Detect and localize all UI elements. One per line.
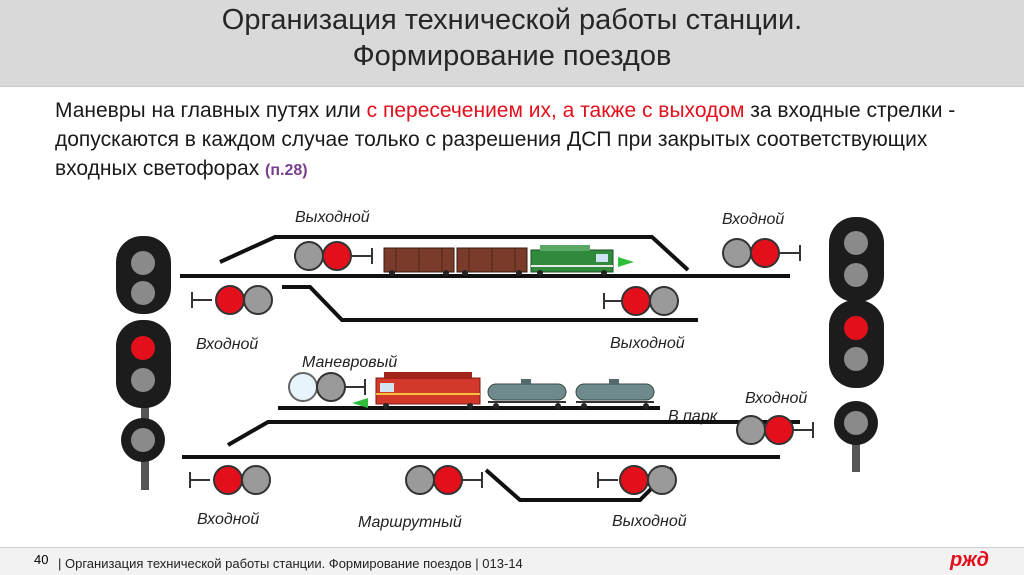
signal-light-red: [844, 316, 868, 340]
signal-exit-bottom-right: [597, 465, 677, 495]
signal-entry-top-right: [722, 238, 801, 268]
left-head-lower: [116, 320, 171, 408]
signal-light-grey: [844, 411, 868, 435]
page-number: 40: [34, 552, 49, 567]
right-signal-mast: [829, 217, 884, 472]
label-shunting: Маневровый: [302, 354, 397, 371]
signal-light-grey: [131, 281, 155, 305]
label-exit-top-left: Выходной: [295, 209, 370, 226]
label-exit-bottom-right: Выходной: [612, 513, 687, 530]
signal-light-grey: [844, 347, 868, 371]
locomotive-red: [375, 372, 481, 409]
freight-wagon: [456, 247, 528, 276]
arrow-right-icon: [618, 257, 634, 267]
label-entry-left-upper: Входной: [196, 336, 258, 353]
slide-header: Организация технической работы станции. …: [0, 0, 1024, 87]
locomotive-green: [530, 245, 614, 276]
rule-text-highlight: с пересечением их, а также с выходом: [366, 99, 745, 122]
signal-exit-top-left: [294, 241, 373, 271]
signal-light-grey: [131, 251, 155, 275]
signal-light-grey: [131, 368, 155, 392]
slide-footer: [0, 547, 1024, 575]
rule-text: Маневры на главных путях или с пересечен…: [55, 96, 985, 185]
signal-light-grey: [844, 263, 868, 287]
right-head-upper: [829, 217, 884, 302]
footer-text: | Организация технической работы станции…: [58, 556, 523, 571]
track-main-2: [227, 420, 800, 447]
train-upper: [383, 245, 634, 276]
rule-text-part1: Маневры на главных путях или: [55, 99, 367, 122]
signal-route: [405, 465, 483, 495]
signal-entry-left-upper: [191, 285, 273, 315]
arrow-left-icon: [352, 398, 368, 408]
signal-shunting: [288, 372, 366, 402]
label-entry-top-right: Входной: [722, 211, 784, 228]
right-head-lower: [829, 300, 884, 388]
freight-wagon: [383, 247, 455, 276]
track-upper-crossover: [282, 285, 698, 322]
signal-light-grey: [844, 231, 868, 255]
tank-wagon: [487, 379, 567, 409]
label-entry-bottom-left: Входной: [197, 511, 259, 528]
signal-entry-bottom-left: [189, 465, 271, 495]
rzd-logo: ржд: [950, 549, 990, 571]
rule-text-part3: за входные стрелки - допускаются в каждо…: [55, 99, 956, 180]
label-exit-mid-right: Выходной: [610, 335, 685, 352]
signal-exit-mid-right: [603, 286, 679, 316]
signal-entry-right-lower: [736, 415, 814, 445]
rule-reference: (п.28): [265, 162, 308, 179]
track-upper-siding: [219, 235, 690, 272]
ground-signals: [189, 238, 814, 495]
left-signal-mast: [116, 236, 171, 490]
signal-light-grey: [131, 428, 155, 452]
label-route: Маршрутный: [358, 514, 462, 531]
tracks: [180, 235, 800, 502]
slide-title-line1: Организация технической работы станции.: [221, 4, 803, 36]
slide-title-line2: Формирование поездов: [352, 40, 672, 72]
tank-wagon: [575, 379, 655, 409]
signal-light-red: [131, 336, 155, 360]
left-head-upper: [116, 236, 171, 314]
train-lower: [352, 372, 655, 409]
label-entry-right-lower: Входной: [745, 390, 807, 407]
right-mast-pole: [852, 420, 860, 472]
